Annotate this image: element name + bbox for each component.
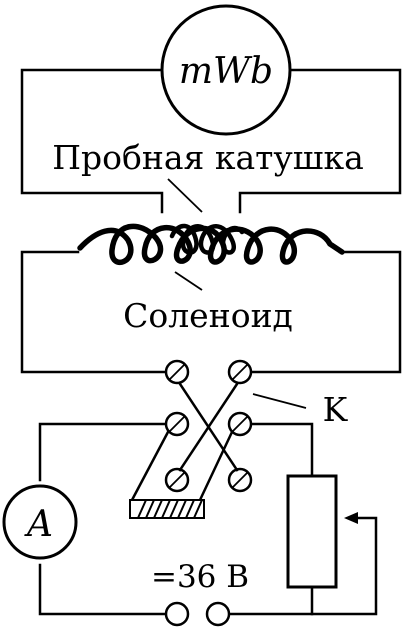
switch-terminal-middle-right xyxy=(227,411,253,437)
switch-terminal-bottom-right xyxy=(227,467,253,493)
probe-coil xyxy=(169,223,245,255)
fluxmeter: mWb xyxy=(160,4,292,136)
switch-terminal-top-right xyxy=(227,359,253,385)
cross-wire-b xyxy=(178,382,239,472)
solenoid-pointer xyxy=(174,271,203,291)
switch-terminal-bottom-left xyxy=(164,467,190,493)
solenoid-label: Соленоид xyxy=(123,296,293,335)
power-terminals xyxy=(164,601,231,627)
switch-terminal-top-left xyxy=(164,359,190,385)
probe-coil-circuit xyxy=(20,68,402,214)
rheostat-slider-arrow-icon xyxy=(344,512,358,524)
probe-coil-label: Пробная катушка xyxy=(52,138,364,177)
switch-pointer xyxy=(252,393,307,409)
ammeter: A xyxy=(2,484,78,560)
ammeter-label: A xyxy=(24,504,53,545)
rheostat xyxy=(286,474,358,589)
solenoid-circuit xyxy=(20,250,402,374)
supply-circuit xyxy=(38,422,378,616)
probe-coil-pointer xyxy=(167,178,203,213)
switch-handle xyxy=(129,430,234,519)
fluxmeter-label: mWb xyxy=(179,51,273,92)
reversing-switch xyxy=(129,359,253,519)
power-terminal-left xyxy=(164,601,190,627)
source-voltage-label: =36 В xyxy=(151,559,249,595)
switch-label: K xyxy=(323,390,349,429)
power-terminal-right xyxy=(205,601,231,627)
